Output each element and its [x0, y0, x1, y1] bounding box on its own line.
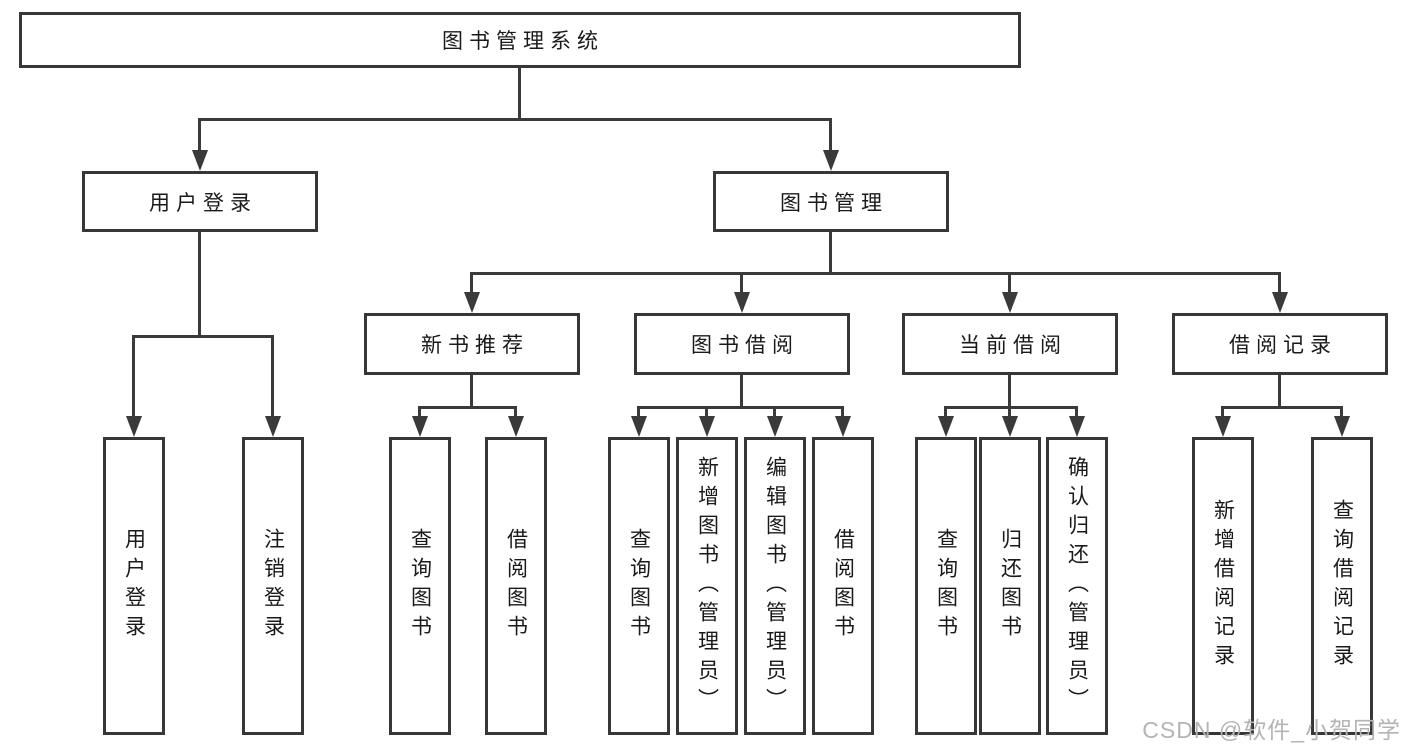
arrow-down-icon — [1334, 416, 1350, 437]
node-root-system: 图书管理系统 — [19, 12, 1021, 68]
arrow-down-icon — [464, 292, 480, 313]
node-label: 新增借阅记录 — [1211, 499, 1235, 673]
arrow-down-icon — [1272, 292, 1288, 313]
connector-line — [470, 272, 1281, 275]
connector-line — [518, 68, 521, 118]
connector-line — [418, 406, 421, 420]
arrow-down-icon — [1215, 416, 1231, 437]
watermark: CSDN @软件_小贺同学 — [1142, 717, 1401, 743]
connector-line — [740, 272, 743, 294]
node-label: 确认归还（管理员） — [1065, 455, 1089, 717]
arrow-down-icon — [126, 416, 142, 437]
arrow-down-icon — [1002, 416, 1018, 437]
connector-line — [132, 335, 135, 418]
connector-line — [470, 375, 473, 409]
connector-line — [1008, 375, 1011, 409]
connector-line — [514, 406, 517, 420]
connector-line — [740, 375, 743, 409]
connector-line — [470, 272, 473, 294]
connector-line — [1008, 406, 1011, 420]
node-current-borrowing: 当前借阅 — [902, 313, 1118, 375]
connector-line — [198, 118, 832, 121]
arrow-down-icon — [699, 416, 715, 437]
node-query-books-recommend: 查询图书 — [389, 437, 451, 735]
node-label: 归还图书 — [998, 528, 1022, 644]
node-user-login-action: 用户登录 — [103, 437, 165, 735]
connector-line — [944, 406, 947, 420]
connector-line — [132, 335, 274, 338]
connector-line — [1278, 375, 1281, 409]
node-label: 用户登录 — [122, 528, 146, 644]
node-query-borrow-record: 查询借阅记录 — [1311, 437, 1373, 735]
node-book-management: 图书管理 — [713, 171, 949, 232]
arrow-down-icon — [508, 416, 524, 437]
node-confirm-return-admin: 确认归还（管理员） — [1046, 437, 1108, 735]
node-borrowing-records: 借阅记录 — [1172, 313, 1388, 375]
node-logout-action: 注销登录 — [242, 437, 304, 735]
connector-line — [829, 232, 832, 275]
connector-line — [418, 406, 517, 409]
connector-line — [1221, 406, 1343, 409]
node-book-borrowing: 图书借阅 — [634, 313, 850, 375]
node-return-book: 归还图书 — [979, 437, 1041, 735]
arrow-down-icon — [192, 150, 208, 171]
connector-line — [637, 406, 640, 420]
connector-line — [637, 406, 844, 409]
connector-line — [841, 406, 844, 420]
arrow-down-icon — [734, 292, 750, 313]
connector-line — [1075, 406, 1078, 420]
connector-line — [1340, 406, 1343, 420]
connector-line — [773, 406, 776, 420]
node-label: 查询图书 — [934, 528, 958, 644]
connector-line — [1221, 406, 1224, 420]
connector-line — [198, 118, 201, 153]
connector-line — [271, 335, 274, 418]
connector-line — [198, 232, 201, 338]
node-new-book-recommend: 新书推荐 — [364, 313, 580, 375]
connector-line — [829, 118, 832, 153]
node-query-books-borrow: 查询图书 — [608, 437, 670, 735]
node-user-login: 用户登录 — [82, 171, 318, 232]
node-add-borrow-record: 新增借阅记录 — [1192, 437, 1254, 735]
node-borrow-books-borrow: 借阅图书 — [812, 437, 874, 735]
node-label: 新增图书（管理员） — [695, 455, 719, 717]
connector-line — [944, 406, 1078, 409]
node-label: 查询借阅记录 — [1330, 499, 1354, 673]
arrow-down-icon — [835, 416, 851, 437]
arrow-down-icon — [767, 416, 783, 437]
arrow-down-icon — [823, 150, 839, 171]
connector-line — [1278, 272, 1281, 294]
arrow-down-icon — [265, 416, 281, 437]
node-query-books-current: 查询图书 — [915, 437, 977, 735]
arrow-down-icon — [1002, 292, 1018, 313]
node-label: 编辑图书（管理员） — [763, 455, 787, 717]
arrow-down-icon — [412, 416, 428, 437]
arrow-down-icon — [631, 416, 647, 437]
node-label: 借阅图书 — [831, 528, 855, 644]
node-add-book-admin: 新增图书（管理员） — [676, 437, 738, 735]
connector-line — [705, 406, 708, 420]
node-edit-book-admin: 编辑图书（管理员） — [744, 437, 806, 735]
node-borrow-books-recommend: 借阅图书 — [485, 437, 547, 735]
node-label: 查询图书 — [408, 528, 432, 644]
node-label: 借阅图书 — [504, 528, 528, 644]
arrow-down-icon — [938, 416, 954, 437]
node-label: 查询图书 — [627, 528, 651, 644]
node-label: 注销登录 — [261, 528, 285, 644]
connector-line — [1008, 272, 1011, 294]
arrow-down-icon — [1069, 416, 1085, 437]
